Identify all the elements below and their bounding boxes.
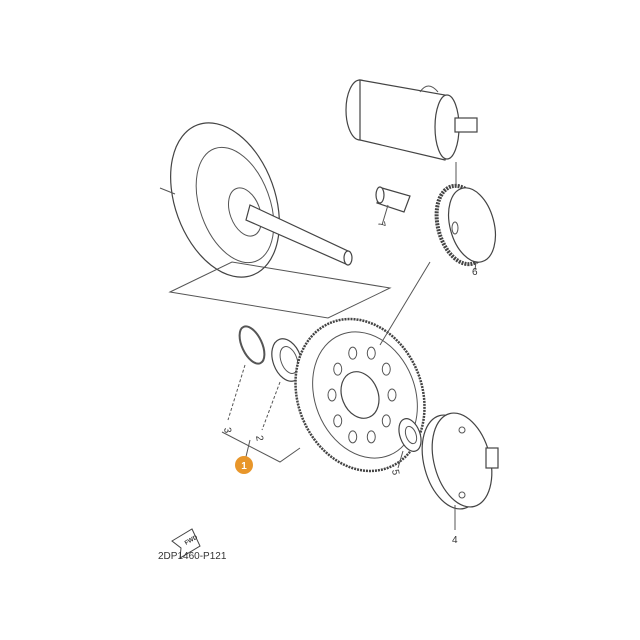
gear-hole: [381, 362, 391, 376]
gear-hole: [348, 346, 358, 360]
callout-badge-1[interactable]: 1: [235, 456, 253, 474]
crankcase-cover: [159, 122, 353, 278]
gear-hole: [366, 430, 376, 444]
gear-hole: [348, 430, 358, 444]
diagram-code: 2DP1460-P121: [158, 551, 227, 562]
label-part-2: 2: [253, 435, 265, 443]
svg-text:1: 1: [241, 461, 247, 472]
starter-wheel-gear: [294, 317, 426, 473]
part-3-circlip: [227, 325, 266, 421]
gear-hole: [327, 388, 337, 402]
part-6-idler-gear: [379, 162, 497, 346]
forward-arrow-icon: FWD: [171, 528, 201, 559]
reference-outline: [168, 261, 392, 319]
part-4-one-way-clutch: [421, 412, 499, 530]
gear-hole: [381, 414, 391, 428]
gear-hole: [366, 346, 376, 360]
starter-motor: [345, 79, 478, 161]
gear-hole: [333, 414, 343, 428]
gear-hole: [387, 388, 397, 402]
label-part-4: 4: [452, 535, 458, 546]
part-5-washer: [397, 418, 422, 469]
part-7-pin: [375, 186, 411, 226]
gear-hole: [333, 362, 343, 376]
label-part-7: 7: [375, 221, 387, 229]
label-part-3: 3: [221, 427, 233, 435]
label-part-6: 6: [472, 267, 478, 278]
label-part-5: 5: [389, 469, 401, 477]
